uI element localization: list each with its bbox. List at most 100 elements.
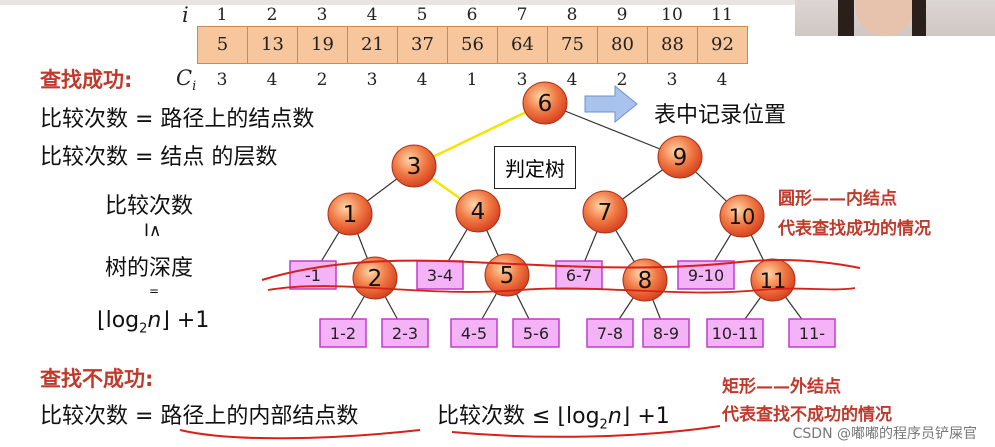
fail-bound-n: n [607,404,622,429]
red-mark-stroke [267,285,856,294]
external-node-box [416,260,464,290]
index-2: 2 [266,5,278,25]
watermark: CSDN @嘟嘟的程序员铲屎官 [792,426,977,442]
internal-node: 9 [657,135,703,179]
index-10: 10 [661,5,683,25]
array-cell: 88 [648,27,698,63]
external-node-box [642,318,690,348]
external-node-box [586,318,634,348]
compare-count: 2 [616,70,628,90]
presenter-hair-right [912,0,926,36]
index-11: 11 [711,5,733,25]
compare-count: 4 [716,70,728,90]
array-cell: 21 [348,27,398,63]
index-6: 6 [466,5,478,25]
internal-node: 6 [522,81,568,125]
compare-count: 4 [266,70,278,90]
external-node: 11- [788,318,836,348]
internal-node-circle [522,81,568,125]
external-node-box [512,318,560,348]
annotations [179,84,861,440]
index-3: 3 [316,5,328,25]
formula-end: ⌋ +1 [161,308,210,333]
compare-count: 1 [466,70,478,90]
index-5: 5 [416,5,428,25]
external-node: 8-9 [642,318,690,348]
compare-count: 3 [516,70,528,90]
internal-node-circle [391,144,437,188]
rect-note-2: 代表查找不成功的情况 [722,405,892,425]
circle-note-2: 代表查找成功的情况 [778,219,931,239]
internal-node: 8 [622,258,668,302]
formula-base: 2 [139,321,148,337]
fail-bound-base: 2 [599,417,608,433]
formula-n: n [147,308,162,333]
compare-count: 2 [316,70,328,90]
internal-node-circle [582,190,628,234]
ci-subscript: i [192,79,197,95]
internal-node: 10 [719,194,765,238]
internal-node-label: 2 [368,266,383,292]
index-4: 4 [366,5,378,25]
index-1: 1 [216,5,228,25]
external-nodes: -1 3-4 6-7 9-10 1-2 2-3 4-5 5-6 7-8 8-9 10-11 11- [289,260,836,348]
internal-node-circle [327,192,373,236]
external-node-label: 11- [799,324,825,343]
internal-node-label: 6 [538,91,553,117]
fail-rule-internal: 比较次数 = 路径上的内部结点数 [40,404,359,429]
array-cell: 75 [548,27,598,63]
internal-node-label: 7 [598,200,613,226]
internal-node: 7 [582,190,628,234]
success-rule-path: 比较次数 = 路径上的结点数 [40,107,315,132]
red-underline [451,425,721,438]
red-mark-stroke [261,258,861,281]
internal-node-label: 3 [407,154,422,180]
index-8: 8 [566,5,578,25]
external-node: 7-8 [586,318,634,348]
external-node-label: 4-5 [461,324,487,343]
depth-formula: ⌊log2n⌋ +1 [97,308,209,336]
internal-node-label: 9 [673,145,688,171]
fail-bound-end: ⌋ +1 [621,404,670,429]
compare-count: 4 [566,70,578,90]
internal-node-label: 5 [500,263,515,289]
fail-title: 查找不成功: [40,367,154,391]
circle-note-1: 圆形——内结点 [778,189,897,209]
internal-node: 3 [391,144,437,188]
external-node-label: 5-6 [523,324,549,343]
array-cell: 92 [698,27,747,63]
array-cell: 13 [248,27,298,63]
index-7: 7 [516,5,528,25]
external-node-label: 1-2 [330,324,356,343]
internal-node: 1 [327,192,373,236]
external-node: 3-4 [416,260,464,290]
array-cell: 56 [448,27,498,63]
i-label: i [182,3,189,27]
external-node-label: 9-10 [688,266,724,285]
external-node-box [450,318,498,348]
ci-letter: C [176,66,193,90]
external-node-label: -1 [305,266,321,285]
external-node-box [381,318,429,348]
external-node: 2-3 [381,318,429,348]
stack-equals: = [149,284,160,298]
tree-edge [544,102,681,158]
success-title: 查找成功: [40,68,133,92]
internal-node-circle [719,194,765,238]
external-node-label: 6-7 [566,266,592,285]
external-node-box [706,318,764,348]
arrow-icon [584,84,638,124]
tree-edge [413,101,546,168]
external-node-label: 3-4 [427,266,453,285]
internal-node-label: 10 [729,205,756,229]
compare-count: 4 [416,70,428,90]
formula-log: ⌊log [97,308,140,333]
presenter-hair-left [838,0,854,36]
array-cell: 80 [598,27,648,63]
internal-node-circle [657,135,703,179]
external-node: 10-11 [706,318,764,348]
rect-note-1: 矩形——外结点 [722,377,841,397]
external-node: 5-6 [512,318,560,348]
array-cell: 19 [298,27,348,63]
